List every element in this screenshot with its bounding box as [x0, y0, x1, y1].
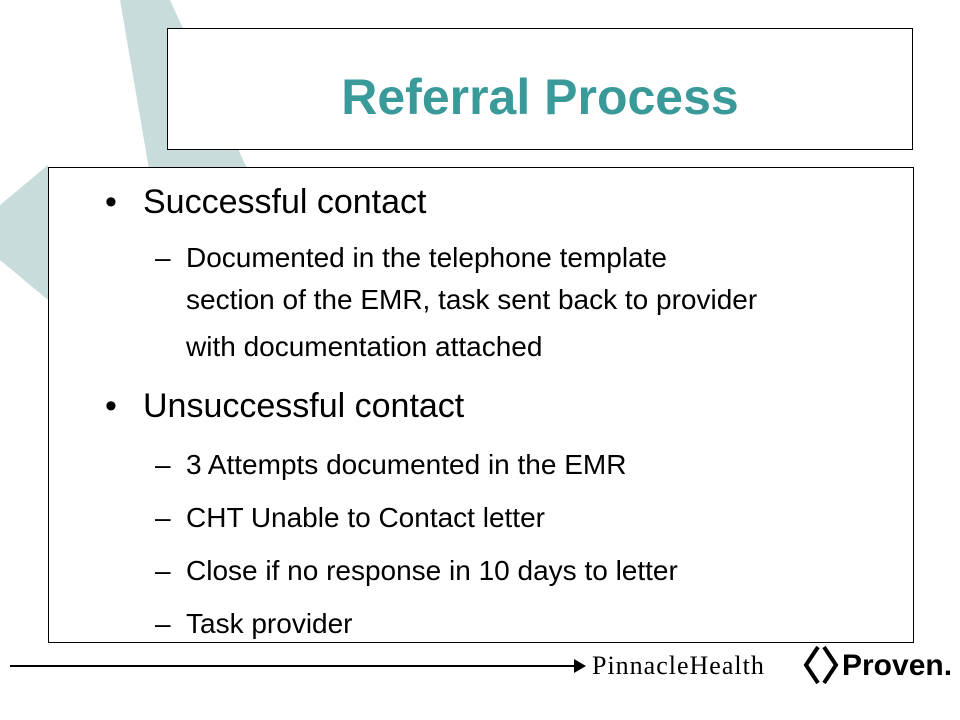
logo-diamond-icon [803, 645, 839, 685]
bullet-dot: • [105, 183, 117, 221]
sub-dash: – [155, 608, 171, 639]
sub-text: Close if no response in 10 days to lette… [186, 555, 678, 586]
bullet-text: Successful contact [143, 183, 427, 221]
sub-text: CHT Unable to Contact letter [186, 502, 545, 533]
sub-text: with documentation attached [186, 331, 543, 362]
sub-text: Task provider [186, 608, 353, 639]
sub-dash: – [155, 555, 171, 586]
logo-wordmark: PinnacleHealth [592, 651, 765, 680]
bullet-text: Unsuccessful contact [143, 387, 465, 425]
sub-text: Documented in the telephone template [186, 242, 667, 273]
sub-text: 3 Attempts documented in the EMR [186, 449, 627, 480]
footer-arrow-icon [574, 659, 586, 673]
logo-tagline: Proven. [842, 649, 953, 682]
sub-text: section of the EMR, task sent back to pr… [186, 284, 758, 315]
footer-rule [10, 665, 580, 667]
content-box: • Successful contact – Documented in the… [48, 167, 914, 643]
title-box: Referral Process [167, 28, 913, 150]
bullet-dot: • [105, 387, 117, 425]
sub-dash: – [155, 449, 171, 480]
sub-dash: – [155, 502, 171, 533]
sub-dash: – [155, 242, 171, 273]
slide-title: Referral Process [341, 69, 739, 125]
